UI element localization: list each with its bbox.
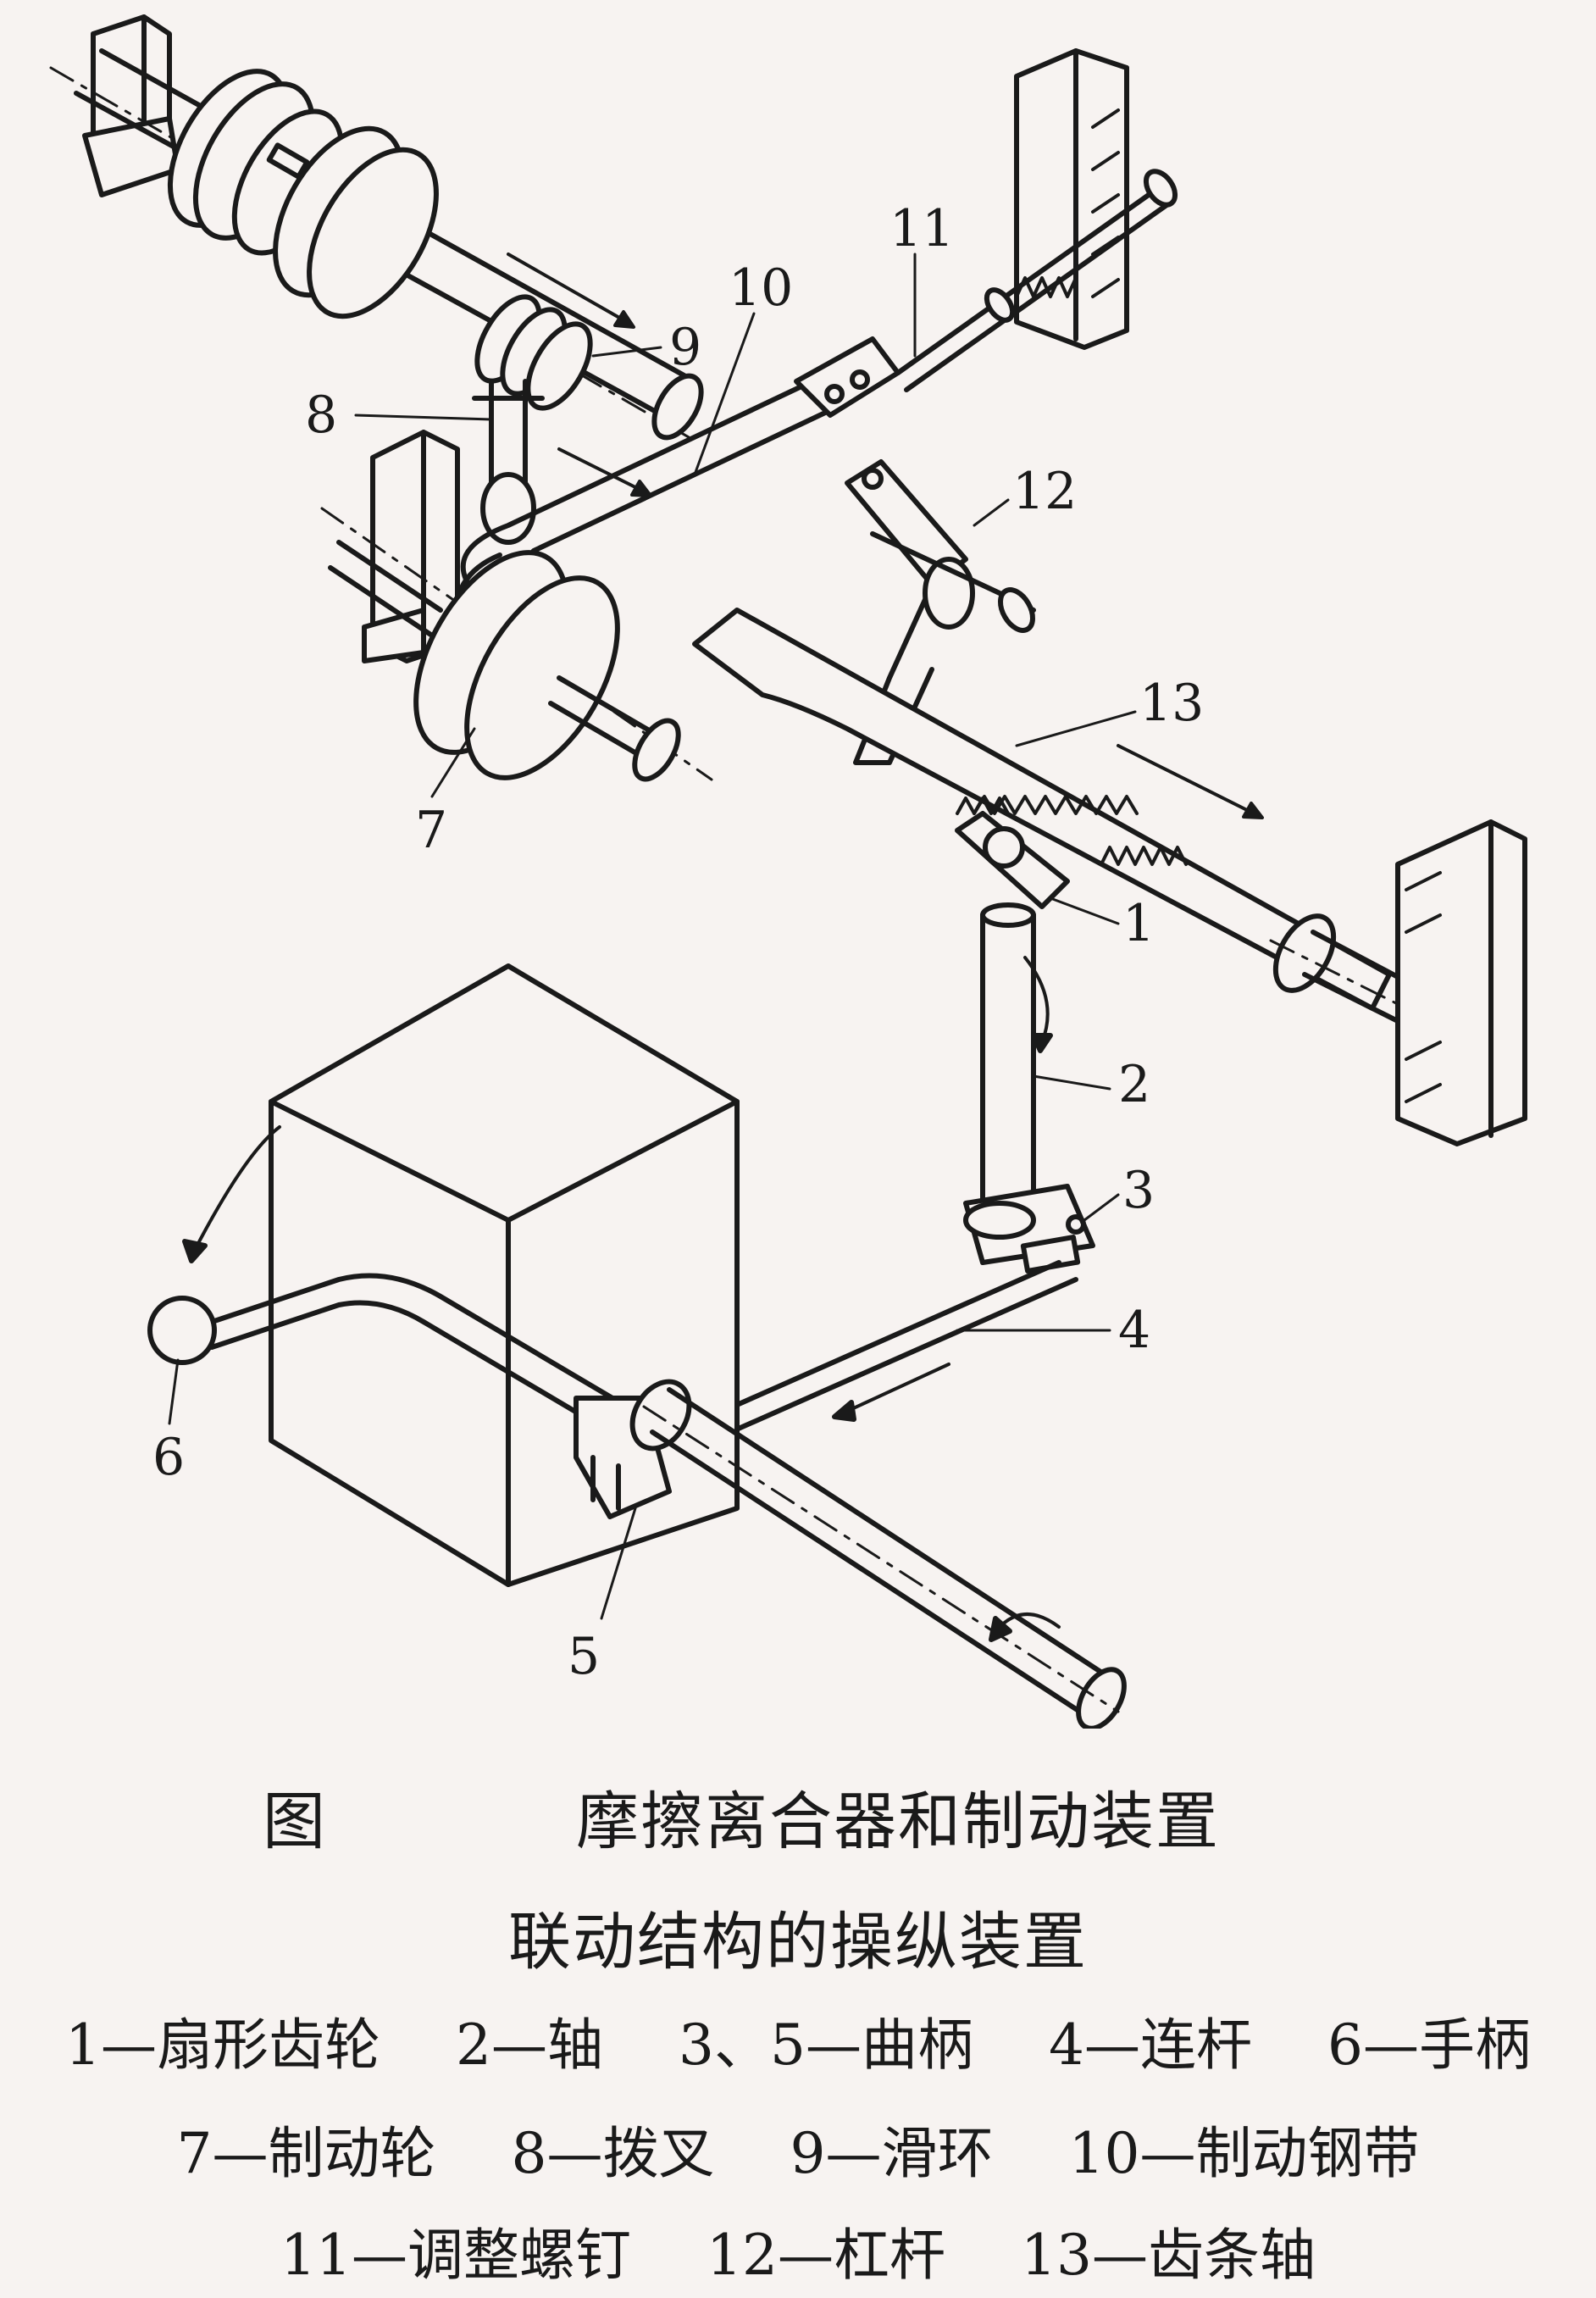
sector-gear xyxy=(955,797,1070,909)
caption-title: 摩擦离合器和制动装置 xyxy=(576,1785,1220,1858)
callout-12: 12 xyxy=(1012,462,1077,521)
friction-clutch xyxy=(167,69,439,319)
crank-5 xyxy=(574,1379,692,1519)
callout-8: 8 xyxy=(305,386,337,445)
legend-item: 11—调整螺钉 xyxy=(280,2223,632,2288)
legend-item: 12—杠杆 xyxy=(707,2223,945,2288)
legend-row: 7—制动轮 8—拨叉 9—滑环 10—制动钢带 xyxy=(0,2108,1596,2190)
legend-item: 4—连杆 xyxy=(1048,2012,1252,2078)
callout-leaders xyxy=(168,253,1137,1620)
callout-10: 10 xyxy=(729,258,793,318)
legend-item: 6—手柄 xyxy=(1327,2012,1531,2078)
callout-labels: 1 2 3 4 5 6 7 8 9 10 11 12 13 xyxy=(152,199,1204,1686)
caption-subtitle: 联动结构的操纵装置 xyxy=(508,1906,1088,1979)
legend-item: 3、5—曲柄 xyxy=(679,2012,973,2078)
adjusting-screw xyxy=(895,169,1178,392)
lever xyxy=(845,459,1036,765)
slide-ring xyxy=(474,294,593,411)
legend-item: 13—齿条轴 xyxy=(1020,2223,1316,2288)
control-shaft xyxy=(642,1387,1127,1729)
mechanism-diagram: 1 2 3 4 5 6 7 8 9 10 11 12 13 xyxy=(49,14,1527,1729)
legend-item: 10—制动钢带 xyxy=(1068,2121,1420,2186)
handle-lever xyxy=(147,1125,629,1435)
callout-2: 2 xyxy=(1118,1055,1150,1114)
brake-wheel xyxy=(320,507,713,782)
callout-4: 4 xyxy=(1118,1301,1150,1360)
caption-prefix: 图 xyxy=(263,1785,327,1858)
bottom-right-wall xyxy=(1395,819,1527,1146)
legend-row: 11—调整螺钉 12—杠杆 13—齿条轴 xyxy=(0,2210,1596,2291)
callout-3: 3 xyxy=(1122,1161,1155,1220)
shift-fork xyxy=(472,379,545,545)
motion-arrows xyxy=(507,253,1264,819)
callout-5: 5 xyxy=(568,1627,600,1686)
callout-11: 11 xyxy=(889,199,954,258)
callout-1: 1 xyxy=(1122,894,1155,953)
rack-shaft xyxy=(692,608,1493,1052)
crank-3 xyxy=(963,1184,1095,1274)
callout-7: 7 xyxy=(415,801,447,860)
legend-item: 7—制动轮 xyxy=(176,2121,436,2186)
legend-item: 9—滑环 xyxy=(790,2121,994,2186)
vertical-shaft xyxy=(980,902,1053,1206)
legend-item: 2—轴 xyxy=(456,2012,604,2078)
legend-row: 1—扇形齿轮 2—轴 3、5—曲柄 4—连杆 6—手柄 xyxy=(0,2000,1596,2081)
connecting-rod xyxy=(692,1260,1078,1443)
legend-item: 1—扇形齿轮 xyxy=(65,2012,381,2078)
callout-13: 13 xyxy=(1139,674,1204,733)
callout-9: 9 xyxy=(669,318,701,377)
callout-6: 6 xyxy=(152,1428,185,1487)
legend-item: 8—拨叉 xyxy=(511,2121,715,2186)
top-right-wall xyxy=(1014,48,1129,350)
